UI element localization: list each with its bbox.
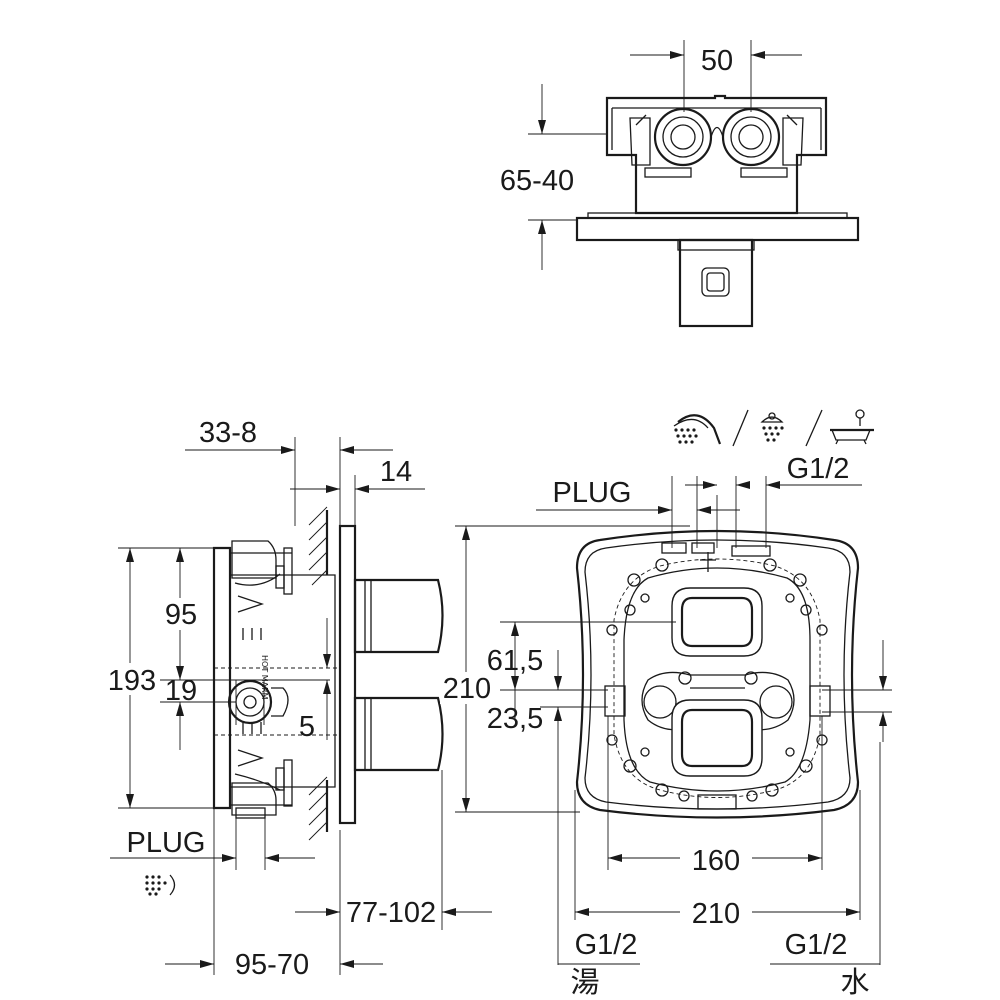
dim-front-lower: 23,5 (487, 703, 543, 735)
side-view-plate (338, 524, 357, 825)
dim-side-upper: 95 (165, 599, 197, 631)
hand-shower-icon (760, 412, 784, 442)
side-handle-bottom (353, 696, 444, 772)
bathtub-icon (830, 409, 874, 445)
front-view: PLUG G1/2 210 61,5 23,5 (440, 409, 892, 999)
top-view-inner-line (611, 107, 822, 150)
side-view-body (212, 546, 232, 810)
dim-protrusion: 77-102 (346, 897, 436, 929)
dim-side-small: 5 (299, 711, 315, 743)
top-view-plate (575, 216, 860, 242)
shower-head-icon (145, 874, 176, 896)
dim-front-height: 210 (443, 673, 491, 705)
dim-front-upper: 61,5 (487, 645, 543, 677)
hot-warm-label: HOT MARM (260, 655, 269, 700)
dim-side-depth: 95-70 (235, 949, 309, 981)
dim-top-width: 50 (701, 45, 733, 77)
dim-wall-offset: 33-8 (199, 417, 257, 449)
dim-top-depth: 65-40 (500, 165, 574, 197)
top-view: 50 65-40 (500, 40, 860, 328)
hot-water-label: 湯 (570, 967, 599, 999)
front-plate-outline (575, 529, 860, 819)
dim-side-height: 193 (108, 665, 156, 697)
dim-side-outlet: 19 (165, 675, 197, 707)
dim-front-width: 210 (692, 898, 740, 930)
front-handle-top (671, 587, 763, 657)
shower-head-icon (673, 414, 722, 445)
front-handle-bottom (671, 699, 763, 777)
cold-water-label: 水 (840, 966, 869, 999)
thread-cold-label: G1/2 (785, 929, 848, 961)
thread-hot-label: G1/2 (575, 929, 638, 961)
dim-inlets: 160 (692, 845, 740, 877)
thread-outlet-label: G1/2 (787, 453, 850, 485)
side-plug-label: PLUG (127, 827, 206, 859)
top-view-handle (678, 238, 754, 328)
dim-plate: 14 (380, 456, 412, 488)
front-plug-label: PLUG (553, 477, 632, 509)
side-handle-top (353, 578, 444, 654)
top-view-body (605, 94, 828, 215)
side-view: HOT MARM 33-8 14 193 (105, 417, 492, 981)
housing-screws (606, 558, 828, 802)
